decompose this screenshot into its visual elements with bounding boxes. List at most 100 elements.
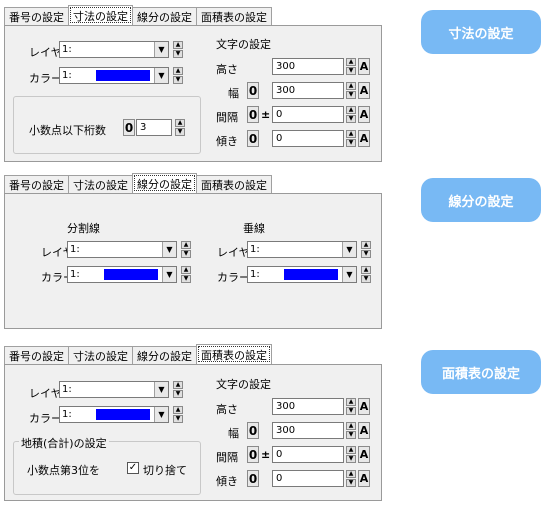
tilt-label: 傾き: [216, 475, 238, 488]
layer-select[interactable]: 1: ▼: [59, 41, 169, 58]
split-color-spinner[interactable]: ▲▼: [181, 266, 191, 283]
round-down-checkbox[interactable]: ✓: [127, 462, 139, 474]
chevron-down-icon: ▼: [342, 267, 356, 282]
height-spinner[interactable]: ▲▼: [346, 58, 356, 75]
area-pill: 面積表の設定: [421, 350, 541, 394]
decimal-spinner[interactable]: ▲▼: [175, 119, 185, 136]
chevron-down-icon: ▼: [154, 42, 168, 57]
layer-value: 1:: [62, 44, 72, 55]
chevron-down-icon: ▼: [162, 242, 176, 257]
text-settings-title: 文字の設定: [216, 38, 271, 51]
height-spinner[interactable]: ▲▼: [346, 398, 356, 415]
split-layer-select[interactable]: 1: ▼: [67, 241, 177, 258]
color-value: 1:: [62, 70, 72, 81]
perp-layer-select[interactable]: 1:▼: [247, 241, 357, 258]
color-spinner[interactable]: ▲▼: [173, 67, 183, 84]
tab-dimension[interactable]: 寸法の設定: [68, 346, 133, 364]
area-panel: レイヤ 1:▼ ▲▼ カラー 1:▼ ▲▼ 地積(合計)の設定 小数点第3位を …: [4, 364, 382, 501]
tilt-spinner[interactable]: ▲▼: [346, 470, 356, 487]
color-swatch: [284, 269, 338, 280]
layer-label: レイヤ: [41, 246, 74, 259]
perp-color-spinner[interactable]: ▲▼: [361, 266, 371, 283]
height-label: 高さ: [216, 63, 238, 76]
tab-line[interactable]: 線分の設定: [132, 173, 197, 193]
line-pill: 線分の設定: [421, 178, 541, 222]
auto-a-button[interactable]: A: [358, 446, 370, 463]
layer-value: 1:: [62, 384, 72, 395]
zero-button[interactable]: 0: [247, 82, 259, 99]
perp-color-select[interactable]: 1: ▼: [247, 266, 357, 283]
zero-button[interactable]: 0: [247, 470, 259, 487]
tilt-spinner[interactable]: ▲▼: [346, 130, 356, 147]
layer-spinner[interactable]: ▲▼: [173, 381, 183, 398]
width-label: 幅: [228, 87, 239, 100]
plus-minus-button[interactable]: ±: [261, 108, 271, 121]
decimal-input[interactable]: 3: [136, 119, 172, 136]
tab-number[interactable]: 番号の設定: [4, 346, 69, 364]
color-value: 1:: [250, 269, 260, 280]
tab-number[interactable]: 番号の設定: [4, 175, 69, 193]
color-swatch: [96, 409, 150, 420]
auto-a-button[interactable]: A: [358, 82, 370, 99]
layer-spinner[interactable]: ▲▼: [173, 41, 183, 58]
tab-area[interactable]: 面積表の設定: [196, 175, 272, 193]
tab-number[interactable]: 番号の設定: [4, 7, 69, 25]
width-spinner[interactable]: ▲▼: [346, 422, 356, 439]
chevron-down-icon: ▼: [162, 267, 176, 282]
width-input[interactable]: 300: [272, 422, 344, 439]
zero-button[interactable]: 0: [123, 119, 135, 136]
color-label: カラー: [217, 271, 250, 284]
tab-line[interactable]: 線分の設定: [132, 7, 197, 25]
tab-dimension[interactable]: 寸法の設定: [68, 175, 133, 193]
tab-area[interactable]: 面積表の設定: [196, 7, 272, 25]
auto-a-button[interactable]: A: [358, 398, 370, 415]
color-select[interactable]: 1: ▼: [59, 67, 169, 84]
zero-button[interactable]: 0: [247, 422, 259, 439]
tab-strip-3: 番号の設定 寸法の設定 線分の設定 面積表の設定: [4, 344, 272, 364]
zero-button[interactable]: 0: [247, 106, 259, 123]
auto-a-button[interactable]: A: [358, 106, 370, 123]
tab-line[interactable]: 線分の設定: [132, 346, 197, 364]
spacing-input[interactable]: 0: [272, 446, 344, 463]
split-layer-spinner[interactable]: ▲▼: [181, 241, 191, 258]
auto-a-button[interactable]: A: [358, 130, 370, 147]
layer-label: レイヤ: [29, 387, 62, 400]
spacing-label: 間隔: [216, 451, 238, 464]
line-panel: 分割線 レイヤ 1:▼ ▲▼ カラー 1:▼ ▲▼ 垂線 レイヤ 1:▼ ▲▼ …: [4, 193, 382, 329]
height-input[interactable]: 300: [272, 58, 344, 75]
layer-select[interactable]: 1:▼: [59, 381, 169, 398]
decimal-group: [13, 96, 201, 154]
auto-a-button[interactable]: A: [358, 422, 370, 439]
auto-a-button[interactable]: A: [358, 470, 370, 487]
tilt-label: 傾き: [216, 135, 238, 148]
tab-strip-2: 番号の設定 寸法の設定 線分の設定 面積表の設定: [4, 173, 272, 193]
plus-minus-button[interactable]: ±: [261, 448, 271, 461]
tab-strip-1: 番号の設定 寸法の設定 線分の設定 面積表の設定: [4, 5, 272, 25]
color-value: 1:: [70, 269, 80, 280]
split-color-select[interactable]: 1: ▼: [67, 266, 177, 283]
tab-dimension[interactable]: 寸法の設定: [68, 5, 133, 25]
tilt-input[interactable]: 0: [272, 470, 344, 487]
zero-button[interactable]: 0: [247, 446, 259, 463]
tab-area[interactable]: 面積表の設定: [196, 344, 272, 364]
split-line-title: 分割線: [67, 222, 100, 235]
layer-value: 1:: [70, 244, 80, 255]
width-label: 幅: [228, 427, 239, 440]
tilt-input[interactable]: 0: [272, 130, 344, 147]
color-select[interactable]: 1:▼: [59, 406, 169, 423]
color-label: カラー: [29, 412, 62, 425]
perp-layer-spinner[interactable]: ▲▼: [361, 241, 371, 258]
width-input[interactable]: 300: [272, 82, 344, 99]
spacing-input[interactable]: 0: [272, 106, 344, 123]
chevron-down-icon: ▼: [154, 68, 168, 83]
round-down-label: 切り捨て: [143, 464, 187, 477]
color-value: 1:: [62, 409, 72, 420]
color-spinner[interactable]: ▲▼: [173, 406, 183, 423]
zero-button[interactable]: 0: [247, 130, 259, 147]
height-input[interactable]: 300: [272, 398, 344, 415]
auto-a-button[interactable]: A: [358, 58, 370, 75]
spacing-spinner[interactable]: ▲▼: [346, 106, 356, 123]
width-spinner[interactable]: ▲▼: [346, 82, 356, 99]
spacing-spinner[interactable]: ▲▼: [346, 446, 356, 463]
color-label: カラー: [41, 271, 74, 284]
